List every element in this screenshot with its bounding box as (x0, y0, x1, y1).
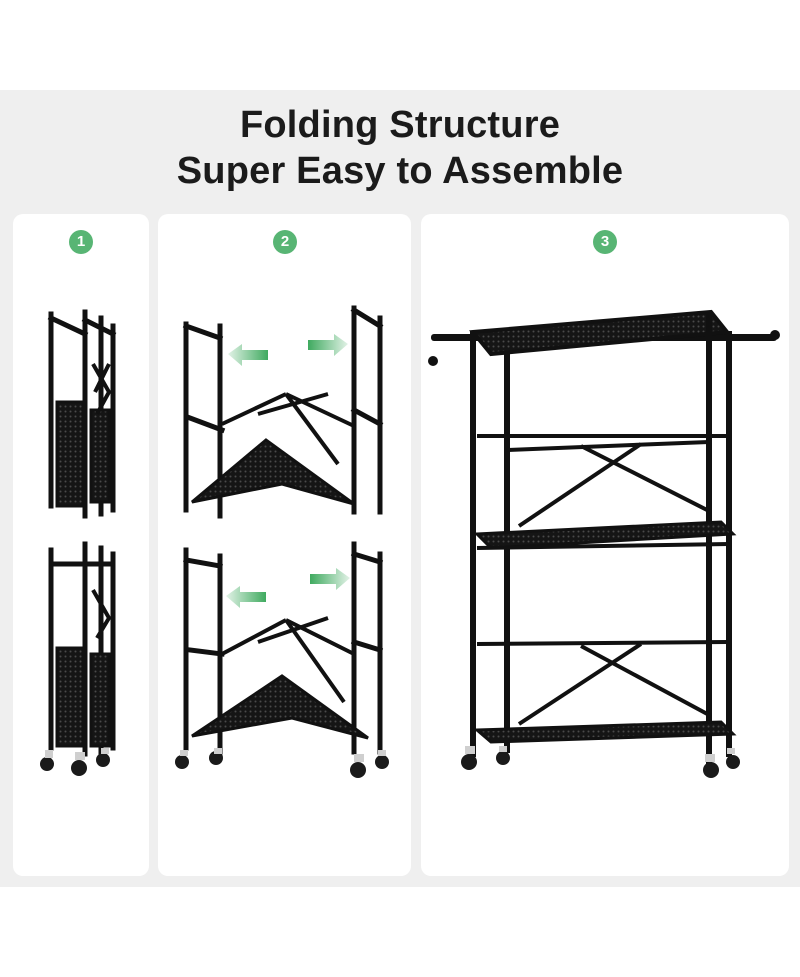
headline-line-2: Super Easy to Assemble (176, 150, 624, 192)
step-1-badge: 1 (69, 230, 93, 254)
step-2-badge: 2 (273, 230, 297, 254)
caster-wheel-icon (461, 751, 740, 778)
green-arrow-right-icon (308, 334, 348, 356)
unfolding-shelf-illustration-bottom (175, 541, 389, 778)
top-mesh-shelf (469, 309, 731, 357)
step-1-panel: 1 (13, 214, 149, 876)
green-arrow-left-icon (226, 586, 266, 608)
green-arrow-left-icon (228, 344, 268, 366)
caster-wheel-icon (175, 751, 389, 778)
headline-line-1: Folding Structure (239, 104, 561, 146)
green-arrow-right-icon (310, 568, 350, 590)
unfolding-shelf-illustration-top (182, 305, 384, 519)
folded-shelf-illustration-top (47, 309, 117, 519)
assembled-shelf-illustration (428, 309, 780, 778)
step-3-badge: 3 (593, 230, 617, 254)
step-2-panel: 2 (158, 214, 411, 876)
step-3-panel: 3 (421, 214, 789, 876)
caster-wheel-icon (40, 753, 110, 776)
folded-shelf-illustration-bottom (40, 541, 116, 776)
